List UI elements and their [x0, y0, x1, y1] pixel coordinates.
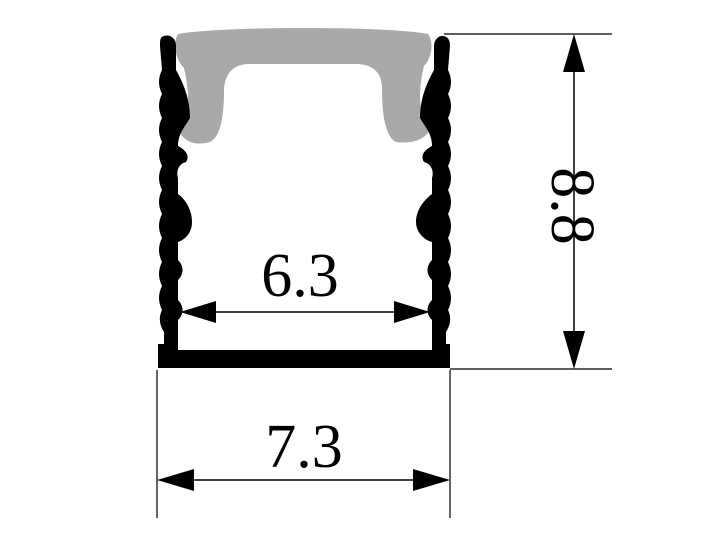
profile-base-inner: [178, 336, 432, 350]
arrowhead-top: [563, 34, 585, 72]
diffuser-cover: [175, 28, 432, 144]
profile-left-wall: [159, 35, 192, 345]
profile-right-wall: [416, 36, 451, 344]
inner-width-dimension: 6.3: [180, 242, 430, 323]
arrowhead-right: [413, 469, 450, 491]
arrowhead-bottom: [563, 331, 585, 369]
arrowhead-left: [157, 469, 194, 491]
outer-width-label: 7.3: [265, 413, 343, 481]
arrowhead-left: [180, 301, 216, 323]
profile-base-solid: [158, 350, 450, 368]
inner-width-label: 6.3: [261, 242, 339, 310]
outer-width-dimension: 7.3: [156, 370, 451, 518]
height-label: 8.8: [538, 167, 606, 245]
arrowhead-right: [394, 301, 430, 323]
height-dimension: 8.8: [444, 33, 612, 370]
